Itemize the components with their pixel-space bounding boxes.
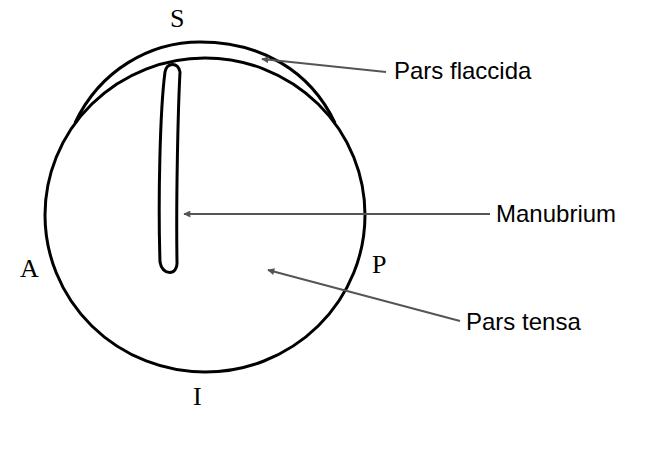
leader-line xyxy=(184,213,490,215)
direction-letter: A xyxy=(20,254,39,284)
pars-flaccida-outline xyxy=(75,42,335,123)
part-name: Pars tensa xyxy=(466,308,581,336)
part-name: Pars flaccida xyxy=(394,57,531,85)
direction-letter: P xyxy=(372,250,386,280)
direction-letter: S xyxy=(170,4,184,34)
leader-line xyxy=(268,270,460,321)
part-name: Manubrium xyxy=(496,200,616,228)
manubrium-shape xyxy=(159,65,180,273)
direction-letter: I xyxy=(193,382,202,412)
leader-line xyxy=(262,59,386,72)
